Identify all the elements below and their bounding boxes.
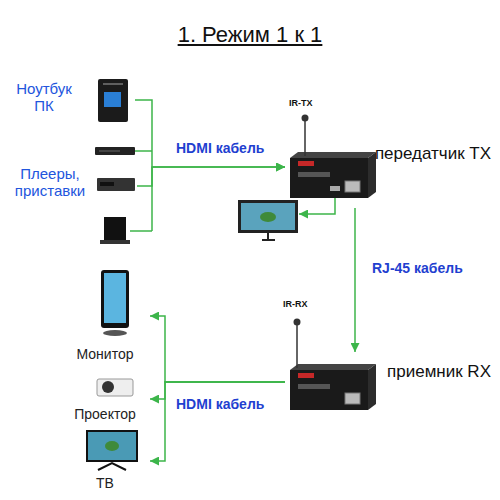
dvd-body	[95, 147, 135, 155]
rj45-port	[345, 181, 360, 192]
device-plate	[298, 172, 330, 177]
console-stand	[100, 240, 130, 244]
cable-label: HDMI кабель	[176, 140, 264, 156]
local-hdmi-wire	[299, 198, 335, 214]
node-label: Плееры, приставки	[5, 165, 95, 200]
cable-connector	[137, 167, 285, 186]
source-device: Плееры, приставки	[5, 162, 137, 210]
device-badge	[298, 373, 314, 378]
stb-body	[97, 178, 135, 191]
cable-label: RJ-45 кабель	[372, 260, 463, 276]
node-label: Проектор	[60, 406, 150, 422]
device-body	[290, 158, 368, 198]
projector-icon	[97, 379, 133, 396]
display-device: Монитор	[60, 266, 150, 366]
screen-picture	[105, 441, 119, 451]
set-top-box-icon	[97, 178, 135, 191]
monitor-neck	[267, 233, 269, 240]
tv-frame	[86, 430, 138, 462]
device-side	[368, 152, 376, 198]
console-body	[104, 217, 126, 241]
pc-case	[98, 79, 128, 122]
transmitter-device	[290, 152, 376, 198]
cable-label: HDMI кабель	[176, 396, 264, 412]
bus-stub	[135, 150, 152, 152]
kiosk-base	[103, 330, 127, 336]
ir-sensor	[302, 115, 309, 122]
bus-stub	[130, 230, 152, 232]
cable-connector	[354, 208, 356, 352]
projector-body	[97, 379, 133, 396]
device-top	[290, 364, 376, 370]
node-label: Монитор	[60, 346, 150, 362]
stb-face	[100, 182, 114, 186]
node-label: приемник RX	[383, 362, 495, 382]
screen-picture	[260, 212, 276, 222]
cable-connector	[150, 382, 285, 461]
local-monitor-icon	[238, 200, 298, 240]
receiver-device	[290, 364, 376, 410]
dvd-tray	[99, 151, 120, 152]
monitor-screen	[241, 203, 295, 230]
node-label: Ноутбук ПК	[5, 80, 83, 115]
diagram-title: 1. Режим 1 к 1	[0, 22, 500, 48]
console-icon	[100, 217, 130, 244]
monitor-frame	[238, 200, 298, 233]
tv-screen	[88, 432, 136, 460]
tv-icon	[86, 430, 138, 470]
receiver-box: приемник RX	[285, 352, 495, 414]
pc-bay	[103, 83, 123, 85]
cable-connector	[135, 100, 285, 167]
cable-connector	[150, 316, 285, 382]
kiosk-frame	[101, 270, 129, 328]
pc-icon	[98, 79, 128, 122]
device-side	[368, 364, 376, 410]
kiosk-monitor-icon	[101, 270, 129, 336]
rj45-port	[345, 393, 360, 404]
tv-stand	[98, 463, 126, 470]
bus-line	[151, 167, 153, 231]
device-body	[290, 370, 368, 410]
device-top	[290, 152, 376, 158]
display-device: ТВ	[60, 428, 150, 494]
dvd-player-icon	[95, 147, 135, 155]
node-label: ТВ	[60, 475, 150, 491]
projector-lens	[102, 381, 114, 393]
ir-cable	[304, 121, 306, 156]
pc-glow	[104, 92, 121, 107]
signal-label: IR-RX	[283, 299, 308, 309]
ir-cable	[296, 325, 298, 368]
transmitter-box: передатчик TX	[285, 140, 495, 208]
hdmi-port	[330, 186, 340, 191]
device-badge	[298, 161, 314, 166]
device-plate	[298, 384, 330, 389]
signal-label: IR-TX	[289, 98, 313, 108]
node-label: передатчик TX	[373, 144, 493, 164]
display-device: Проектор	[60, 374, 150, 424]
kiosk-screen	[104, 273, 126, 323]
source-device: Ноутбук ПК	[5, 75, 135, 125]
ir-sensor	[294, 319, 301, 326]
